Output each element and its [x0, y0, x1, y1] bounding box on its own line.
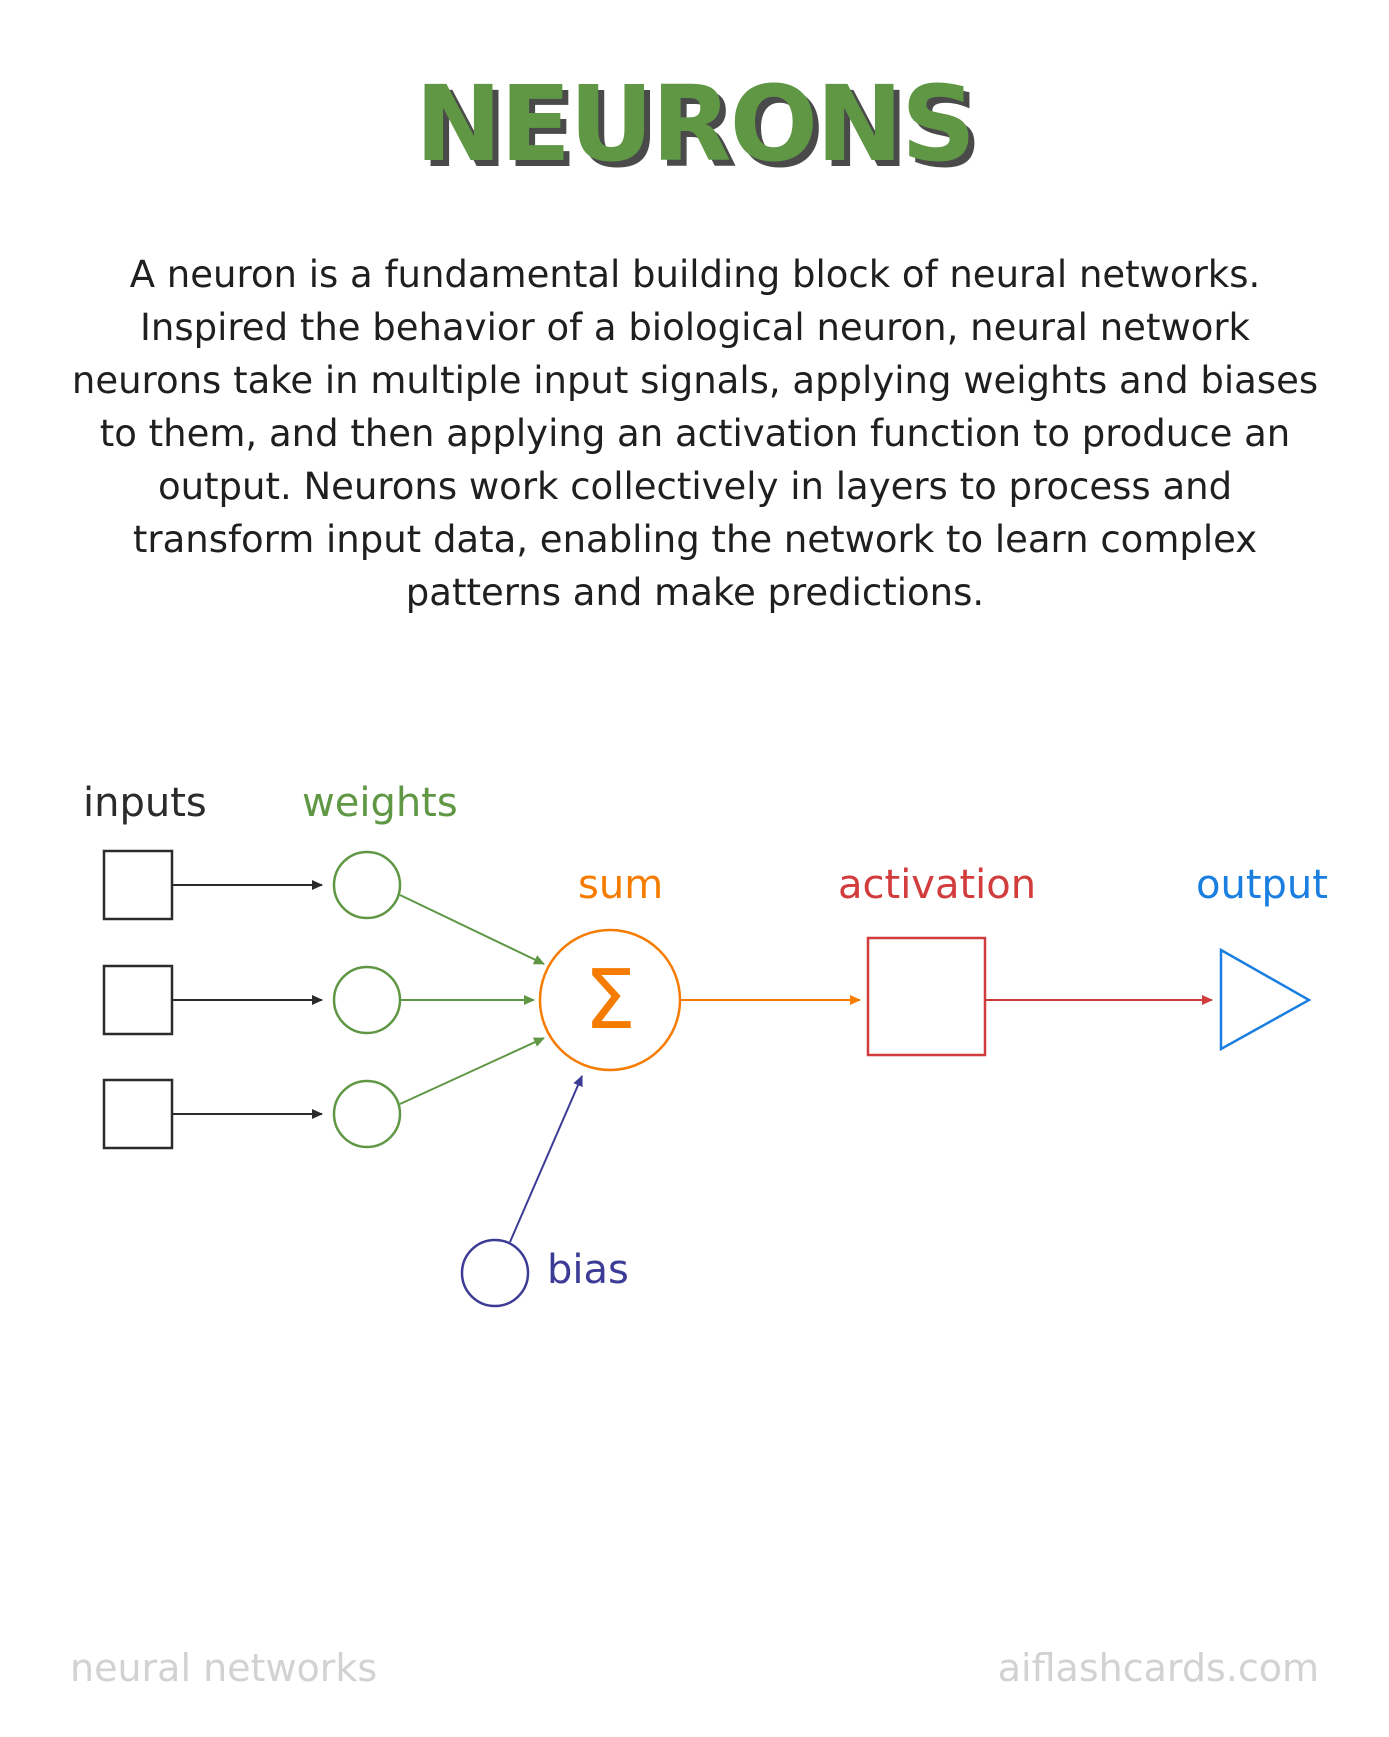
activation-label: activation [838, 862, 1036, 908]
bias-arrow [509, 1075, 583, 1243]
inputs-label: inputs [83, 780, 207, 826]
weight-node-2 [332, 965, 402, 1035]
bias-label: bias [547, 1247, 629, 1293]
sigma-symbol: Σ [584, 953, 636, 1048]
footer-topic: neural networks [70, 1646, 378, 1690]
weight-arrow-1 [399, 894, 545, 965]
footer-site: aiflashcards.com [997, 1646, 1319, 1690]
weight-arrow-3 [399, 1037, 545, 1105]
weights-label: weights [302, 780, 458, 826]
bias-node [460, 1238, 530, 1308]
sum-label: sum [578, 862, 663, 908]
output-triangle [1219, 947, 1312, 1052]
input-box-3 [102, 1078, 174, 1150]
page-title: NEURONS [415, 63, 976, 185]
input-box-2 [102, 964, 174, 1036]
weight-node-3 [332, 1079, 402, 1149]
output-label: output [1196, 862, 1328, 908]
activation-box [866, 936, 987, 1057]
input-box-1 [102, 849, 174, 921]
weight-node-1 [332, 850, 402, 920]
description-text: A neuron is a fundamental building block… [71, 253, 1319, 614]
